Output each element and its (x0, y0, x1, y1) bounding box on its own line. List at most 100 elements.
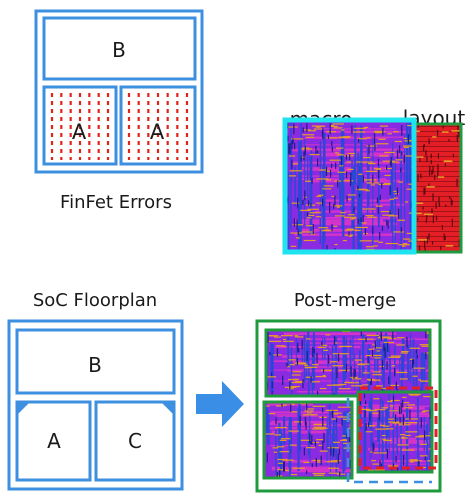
routing-wire (276, 345, 285, 347)
routing-wire (412, 338, 415, 396)
routing-wire (369, 381, 372, 386)
routing-wire (268, 340, 282, 342)
routing-wire (354, 229, 361, 232)
routing-wire (309, 153, 320, 156)
routing-wire (304, 137, 389, 139)
routing-wire (336, 206, 340, 208)
routing-wire (351, 378, 362, 380)
routing-wire (402, 396, 407, 399)
routing-wire (382, 128, 384, 136)
routing-wire (424, 352, 430, 354)
routing-wire (406, 232, 412, 235)
layout-cell-row (414, 126, 461, 127)
routing-wire (356, 188, 367, 190)
routing-wire (279, 432, 282, 475)
layout-cell (456, 134, 458, 142)
routing-wire (342, 136, 351, 138)
layout-cell-row (414, 241, 461, 242)
routing-wire (298, 347, 300, 353)
routing-wire (301, 148, 313, 150)
routing-wire (358, 338, 369, 340)
routing-wire (378, 241, 384, 243)
routing-wire (319, 141, 322, 245)
routing-wire (364, 410, 366, 418)
routing-wire (336, 154, 344, 156)
layout-cell (444, 163, 447, 167)
routing-wire (294, 219, 384, 222)
routing-wire (339, 155, 342, 210)
routing-wire (385, 242, 398, 245)
routing-wire (393, 131, 399, 133)
layout-cell (432, 193, 434, 201)
routing-wire (337, 180, 339, 188)
routing-wire (305, 225, 313, 227)
routing-wire (419, 455, 428, 457)
routing-wire (310, 381, 320, 383)
routing-wire (427, 460, 432, 462)
routing-wire (337, 171, 347, 173)
routing-wire (345, 171, 348, 179)
layout-cell (438, 196, 440, 204)
routing-wire (400, 437, 408, 439)
routing-wire (371, 405, 432, 407)
routing-wire (416, 344, 418, 396)
routing-wire (376, 197, 379, 204)
routing-wire (268, 413, 275, 415)
routing-wire (340, 129, 345, 131)
routing-wire (373, 371, 381, 373)
routing-wire (323, 229, 329, 231)
routing-wire (362, 214, 364, 223)
routing-wire (291, 159, 293, 170)
routing-wire (364, 338, 374, 340)
routing-wire (398, 244, 411, 246)
routing-wire (331, 140, 333, 147)
routing-wire (274, 434, 281, 436)
routing-wire (387, 133, 392, 135)
routing-wire (323, 349, 329, 351)
routing-wire (281, 345, 287, 347)
routing-wire (381, 434, 386, 437)
routing-wire (364, 126, 369, 129)
routing-wire (318, 444, 324, 446)
layout-cell-row (414, 201, 461, 202)
post-merge-block-b-border (264, 328, 432, 398)
routing-wire (426, 423, 429, 472)
routing-wire (358, 408, 371, 411)
routing-wire (382, 438, 387, 440)
routing-wire (349, 460, 351, 469)
routing-wire (289, 411, 298, 413)
routing-wire (288, 359, 296, 361)
routing-wire (345, 154, 348, 160)
routing-wire (288, 143, 290, 155)
routing-wire (403, 238, 411, 240)
routing-wire (271, 372, 273, 377)
routing-wire (367, 150, 370, 206)
routing-wire (300, 362, 306, 364)
routing-wire (275, 426, 287, 429)
routing-wire (286, 469, 352, 473)
routing-wire (381, 407, 388, 409)
routing-wire (338, 137, 350, 139)
routing-wire (306, 412, 312, 414)
routing-wire (372, 442, 374, 453)
routing-wire (323, 130, 412, 133)
routing-wire (325, 179, 332, 181)
layout-cell (423, 213, 434, 216)
routing-wire (313, 128, 323, 130)
routing-wire (309, 156, 312, 235)
routing-wire (302, 199, 304, 205)
routing-wire (392, 331, 394, 341)
routing-wire (357, 218, 359, 224)
routing-wire (332, 123, 344, 125)
routing-wire (331, 410, 333, 418)
routing-wire (287, 122, 289, 129)
routing-wire (322, 368, 325, 373)
routing-wire (381, 225, 384, 231)
routing-wire (330, 125, 338, 128)
routing-wire (308, 214, 315, 217)
routing-wire (334, 215, 345, 217)
routing-wire (312, 364, 319, 366)
routing-wire (337, 353, 340, 362)
routing-wire (322, 440, 324, 450)
routing-wire (277, 458, 288, 461)
